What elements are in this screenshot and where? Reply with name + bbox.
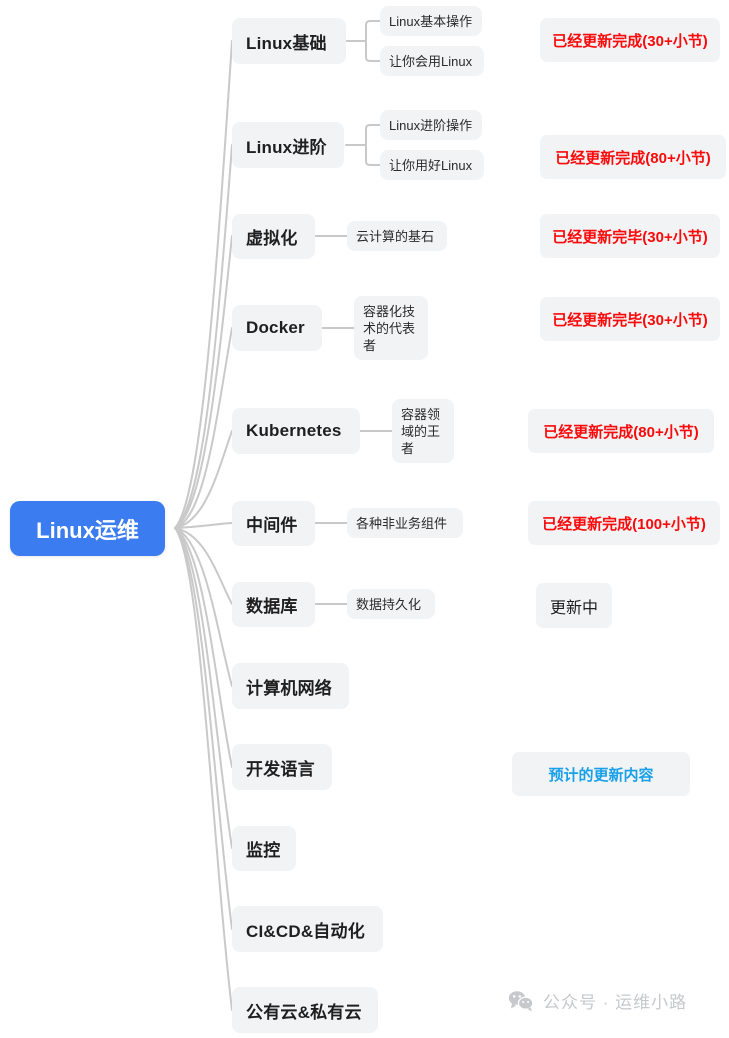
status-badge-linux-basics[interactable]: 已经更新完成(30+小节) xyxy=(540,18,720,62)
leaf-label: 各种非业务组件 xyxy=(356,515,448,531)
leaf-label: 容器领域的王者 xyxy=(401,407,441,456)
branch-label: 开发语言 xyxy=(246,759,315,779)
status-badge-database[interactable]: 更新中 xyxy=(536,583,612,628)
leaf-label: 容器化技术的代表者 xyxy=(363,304,416,353)
leaf-node-cloud-foundation[interactable]: 云计算的基石 xyxy=(347,221,447,251)
branch-label: Kubernetes xyxy=(246,421,342,440)
watermark-text: 公众号 · 运维小路 xyxy=(543,993,688,1012)
status-text: 已经更新完毕(30+小节) xyxy=(552,228,708,246)
leaf-node-linux-basic-ops[interactable]: Linux基本操作 xyxy=(380,6,482,36)
leaf-node-nonbusiness-components[interactable]: 各种非业务组件 xyxy=(347,508,463,538)
watermark: 公众号 · 运维小路 xyxy=(508,988,687,1013)
status-badge-linux-advanced[interactable]: 已经更新完成(80+小节) xyxy=(540,135,726,179)
leaf-node-master-linux[interactable]: 让你用好Linux xyxy=(380,150,484,180)
leaf-label: 让你用好Linux xyxy=(389,157,473,173)
status-text: 已经更新完成(80+小节) xyxy=(543,423,699,441)
branch-node-computer-network[interactable]: 计算机网络 xyxy=(232,663,349,709)
branch-node-middleware[interactable]: 中间件 xyxy=(232,501,315,546)
branch-node-linux-advanced[interactable]: Linux进阶 xyxy=(232,122,344,168)
branch-label: 中间件 xyxy=(246,516,298,535)
leaf-node-use-linux[interactable]: 让你会用Linux xyxy=(380,46,484,76)
leaf-label: Linux基本操作 xyxy=(389,13,473,29)
leaf-node-linux-advanced-ops[interactable]: Linux进阶操作 xyxy=(380,110,482,140)
status-badge-virtualization[interactable]: 已经更新完毕(30+小节) xyxy=(540,214,720,258)
branch-node-linux-basics[interactable]: Linux基础 xyxy=(232,18,346,64)
status-badge-docker[interactable]: 已经更新完毕(30+小节) xyxy=(540,297,720,341)
branch-node-public-private-cloud[interactable]: 公有云&私有云 xyxy=(232,987,378,1033)
branch-label: 虚拟化 xyxy=(246,229,298,248)
branch-node-dev-language[interactable]: 开发语言 xyxy=(232,744,332,790)
leaf-label: 数据持久化 xyxy=(356,596,422,612)
branch-label: Docker xyxy=(246,318,305,337)
status-text: 已经更新完成(30+小节) xyxy=(552,32,708,50)
status-text: 更新中 xyxy=(549,599,598,617)
status-text: 预计的更新内容 xyxy=(548,766,654,784)
branch-node-monitoring[interactable]: 监控 xyxy=(232,826,296,871)
leaf-node-data-persistence[interactable]: 数据持久化 xyxy=(347,589,435,619)
leaf-label: 让你会用Linux xyxy=(389,53,473,69)
root-label: Linux运维 xyxy=(36,517,139,543)
root-node[interactable]: Linux运维 xyxy=(10,501,165,556)
branch-node-virtualization[interactable]: 虚拟化 xyxy=(232,214,315,259)
branch-label: Linux基础 xyxy=(246,33,327,53)
status-badge-middleware[interactable]: 已经更新完成(100+小节) xyxy=(528,501,720,545)
leaf-node-container-tech[interactable]: 容器化技术的代表者 xyxy=(354,296,428,360)
status-badge-kubernetes[interactable]: 已经更新完成(80+小节) xyxy=(528,409,714,453)
branch-label: 数据库 xyxy=(246,597,298,616)
branch-label: 公有云&私有云 xyxy=(246,1002,362,1022)
status-text: 已经更新完毕(30+小节) xyxy=(552,311,708,329)
status-badge-dev-language[interactable]: 预计的更新内容 xyxy=(512,752,690,796)
status-text: 已经更新完成(80+小节) xyxy=(555,149,711,167)
branch-node-cicd-automation[interactable]: CI&CD&自动化 xyxy=(232,906,383,952)
wechat-icon xyxy=(508,990,534,1012)
leaf-label: 云计算的基石 xyxy=(356,228,435,244)
branch-node-docker[interactable]: Docker xyxy=(232,305,322,351)
status-text: 已经更新完成(100+小节) xyxy=(542,515,706,533)
branch-node-database[interactable]: 数据库 xyxy=(232,582,315,627)
branch-node-kubernetes[interactable]: Kubernetes xyxy=(232,408,360,454)
branch-label: CI&CD&自动化 xyxy=(246,921,365,941)
leaf-node-container-king[interactable]: 容器领域的王者 xyxy=(392,399,454,463)
leaf-label: Linux进阶操作 xyxy=(389,117,473,133)
branch-label: Linux进阶 xyxy=(246,137,327,157)
branch-label: 监控 xyxy=(246,841,281,860)
branch-label: 计算机网络 xyxy=(246,678,332,698)
